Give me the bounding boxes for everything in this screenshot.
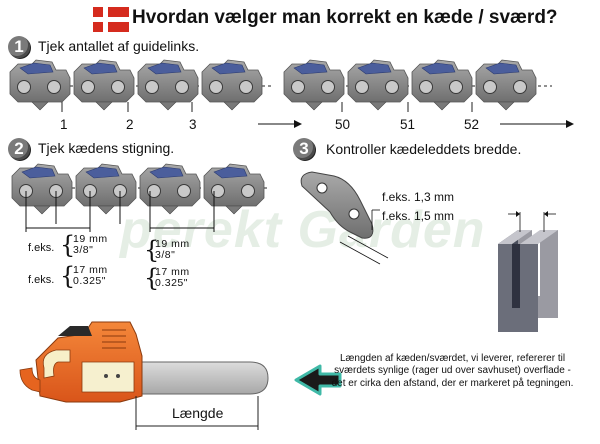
link-number-52: 52	[464, 117, 480, 132]
link-number-51: 51	[400, 117, 416, 132]
watermark: perekt Garden	[120, 201, 486, 259]
continuation-arrow-2	[500, 120, 574, 128]
step-1-badge: 1	[8, 36, 30, 58]
step-3-text: Kontroller kædeleddets bredde.	[326, 141, 522, 157]
link-number-1: 1	[60, 117, 68, 132]
pitch-brace-2: {	[144, 236, 160, 264]
step-2-text: Tjek kædens stigning.	[38, 140, 175, 156]
pitch-prefix-2: f.eks.	[28, 274, 55, 286]
width-example-1: f.eks. 1,3 mm	[382, 190, 455, 204]
link-number-50: 50	[335, 117, 351, 132]
step-2-badge: 2	[8, 138, 30, 160]
danish-flag-icon	[93, 7, 129, 32]
pitch-brace-1: {	[60, 231, 76, 259]
link-number-3: 3	[189, 117, 197, 132]
chainsaw-illustration	[19, 321, 269, 430]
step-1-text: Tjek antallet af guidelinks.	[38, 38, 200, 54]
link-number-2: 2	[126, 117, 134, 132]
chain-pitch	[11, 163, 268, 232]
page-title: Hvordan vælger man korrekt en kæde / svæ…	[132, 7, 558, 28]
pitch-brace-3: {	[60, 262, 76, 290]
chain-left	[9, 59, 272, 112]
continuation-arrow-1	[258, 120, 302, 128]
length-label: Længde	[172, 405, 224, 421]
bar-groove-block	[498, 211, 558, 332]
length-note: Længden af kæden/sværdet, vi leverer, re…	[331, 353, 574, 389]
step-3-badge: 3	[293, 138, 315, 160]
pitch-prefix-1: f.eks.	[28, 242, 55, 254]
width-example-2: f.eks. 1,5 mm	[382, 209, 455, 223]
left-arrow-icon	[294, 364, 342, 396]
pitch-brace-4: {	[144, 264, 160, 292]
chain-link-width	[300, 171, 389, 265]
chain-right	[283, 59, 552, 112]
